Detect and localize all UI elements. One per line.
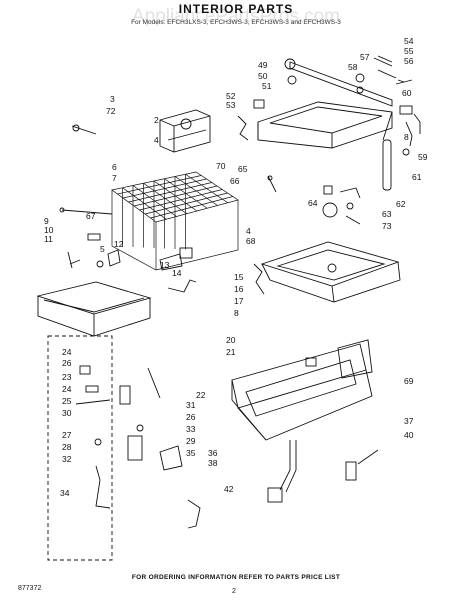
callout-label: 33 (186, 424, 196, 434)
callout-label: 20 (226, 335, 236, 345)
callout-label: 34 (60, 488, 70, 498)
relay-parts (75, 365, 201, 529)
callout-label: 36 (208, 448, 218, 458)
callout-label: 11 (44, 234, 53, 244)
callout-label: 13 (160, 260, 170, 270)
callout-label: 66 (230, 176, 240, 186)
callout-label: 7 (112, 173, 117, 183)
callout-label: 60 (402, 88, 412, 98)
ordering-note: FOR ORDERING INFORMATION REFER TO PARTS … (131, 574, 341, 581)
callout-label: 55 (404, 46, 414, 56)
callout-label: 24 (62, 384, 72, 394)
fan-bracket (159, 109, 211, 153)
callout-label: 4 (154, 135, 159, 145)
callout-label: 53 (226, 100, 236, 110)
crisper-cover (257, 101, 393, 149)
callout-label: 15 (234, 272, 244, 282)
callout-label: 35 (186, 448, 196, 458)
document-number: 877372 (18, 585, 42, 592)
control-enclosure (47, 335, 113, 561)
callout-label: 3 (110, 94, 115, 104)
callout-label: 49 (258, 60, 268, 70)
cover-brackets (373, 55, 421, 156)
fitting-37 (345, 449, 379, 481)
callout-label: 17 (234, 296, 244, 306)
callout-label: 2 (154, 115, 159, 125)
bin-bracket (305, 339, 373, 379)
callout-label: 61 (412, 172, 422, 182)
callout-label: 9 (44, 216, 49, 226)
crisper-drawer (36, 281, 152, 337)
clip-15 (253, 263, 265, 295)
callout-label: 25 (62, 396, 72, 406)
callout-label: 29 (186, 436, 196, 446)
drain-tube (382, 111, 393, 191)
callout-label: 22 (196, 390, 206, 400)
wire-rack (111, 171, 239, 271)
callout-label: 26 (62, 358, 72, 368)
clip-53 (237, 99, 265, 141)
callout-label: 73 (382, 221, 392, 231)
model-list: For Models: EFCH3LXS-3, EFCH3WS-3, EFCH3… (131, 19, 341, 26)
callout-label: 10 (44, 225, 54, 235)
callout-label: 14 (172, 268, 182, 278)
page-number: 2 (232, 588, 236, 595)
page-title: INTERIOR PARTS (178, 2, 294, 16)
light-rail (284, 58, 393, 107)
callout-label: 37 (404, 416, 414, 426)
callout-label: 4 (246, 226, 251, 236)
meat-pan (260, 241, 401, 303)
callout-label: 67 (86, 211, 96, 221)
callout-label: 40 (404, 430, 414, 440)
drain-hose (267, 440, 297, 503)
callout-label: 51 (262, 81, 272, 91)
callout-label: 5 (100, 244, 105, 254)
callout-label: 27 (62, 430, 72, 440)
callout-label: 8 (234, 308, 239, 318)
callout-label: 65 (238, 164, 248, 174)
callout-label: 56 (404, 56, 414, 66)
ice-bin (231, 343, 373, 441)
callout-label: 12 (114, 239, 124, 249)
callout-label: 63 (382, 209, 392, 219)
callout-label: 26 (186, 412, 196, 422)
callout-label: 50 (258, 71, 268, 81)
callout-label: 68 (246, 236, 256, 246)
callout-label: 31 (186, 400, 196, 410)
callout-label: 42 (224, 484, 234, 494)
callout-label: 30 (62, 408, 72, 418)
callout-label: 32 (62, 454, 72, 464)
callout-label: 8 (404, 132, 409, 142)
callout-label: 38 (208, 458, 218, 468)
callout-label: 59 (418, 152, 428, 162)
callout-label: 16 (234, 284, 244, 294)
callout-label: 69 (404, 376, 414, 386)
callout-label: 70 (216, 161, 226, 171)
callout-label: 52 (226, 91, 236, 101)
callout-label: 21 (226, 347, 236, 357)
callout-label: 57 (360, 52, 370, 62)
rack-rod (59, 207, 113, 215)
screw-72 (71, 124, 97, 135)
callout-label: 24 (62, 347, 72, 357)
callout-label: 58 (348, 62, 358, 72)
callout-label: 23 (62, 372, 72, 382)
callout-label: 28 (62, 442, 72, 452)
callout-label: 54 (404, 36, 414, 46)
callout-label: 62 (396, 199, 406, 209)
shelf-bracket-parts (67, 233, 197, 293)
callout-label: 64 (308, 198, 318, 208)
control-parts (267, 175, 361, 225)
callout-label: 72 (106, 106, 116, 116)
callout-label: 6 (112, 162, 117, 172)
